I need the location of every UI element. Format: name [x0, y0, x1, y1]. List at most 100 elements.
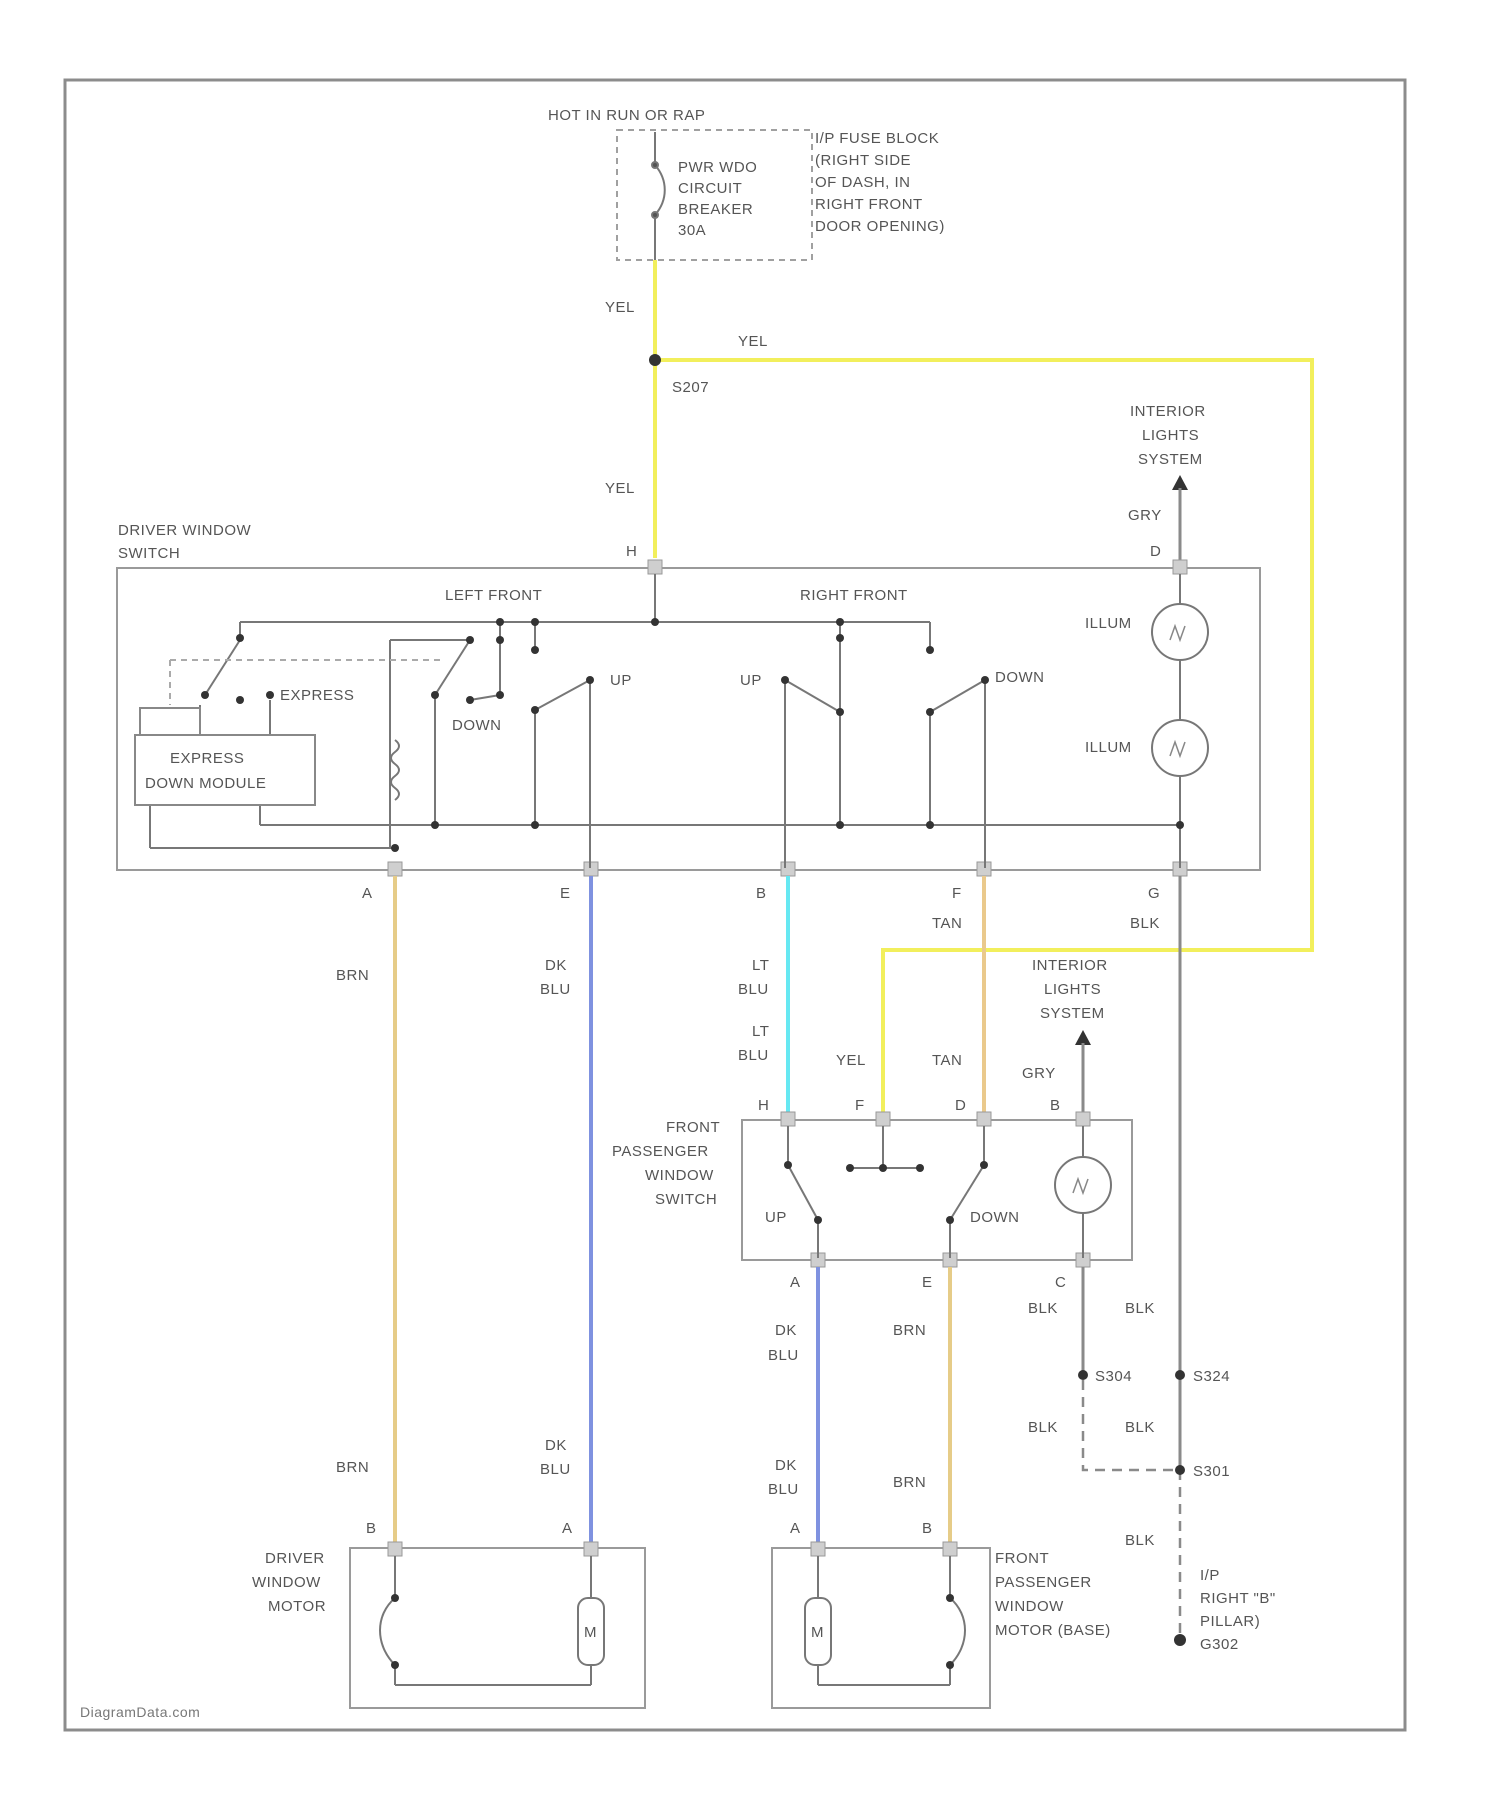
svg-text:SYSTEM: SYSTEM — [1040, 1005, 1105, 1022]
svg-text:CIRCUIT: CIRCUIT — [678, 180, 742, 197]
svg-text:BLU: BLU — [738, 1047, 769, 1064]
module-label-2: DOWN MODULE — [145, 775, 266, 792]
svg-text:DRIVER WINDOW: DRIVER WINDOW — [118, 522, 252, 539]
svg-text:RIGHT "B": RIGHT "B" — [1200, 1590, 1276, 1607]
down-label-passenger: DOWN — [970, 1209, 1020, 1226]
svg-text:BLU: BLU — [738, 981, 769, 998]
pin-label-pd: D — [955, 1097, 966, 1114]
splice-dot-s301 — [1175, 1465, 1185, 1475]
svg-text:WINDOW: WINDOW — [645, 1167, 714, 1184]
left-front-label: LEFT FRONT — [445, 587, 542, 604]
illum-label-1: ILLUM — [1085, 615, 1132, 632]
svg-text:SYSTEM: SYSTEM — [1138, 451, 1203, 468]
svg-text:FRONT: FRONT — [666, 1119, 720, 1136]
wire-label-lt-blu-1: LT BLU — [738, 957, 769, 998]
wire-label-blk-2: BLK — [1028, 1300, 1058, 1317]
svg-text:MOTOR (BASE): MOTOR (BASE) — [995, 1622, 1111, 1639]
source-title: HOT IN RUN OR RAP — [548, 107, 705, 124]
wire-label-dk-blu-3: DK BLU — [540, 1437, 571, 1478]
wire-label-gry-1: GRY — [1128, 507, 1162, 524]
wire-label-lt-blu-2: LT BLU — [738, 1023, 769, 1064]
wire-label-brn-3: BRN — [336, 1459, 369, 1476]
driver-motor-title: DRIVER WINDOW MOTOR — [252, 1550, 326, 1615]
driver-switch-title: DRIVER WINDOW SWITCH — [118, 522, 252, 562]
down-label-right: DOWN — [995, 669, 1045, 686]
arrow-up-icon — [1075, 1030, 1091, 1045]
pin-label-pc: C — [1055, 1274, 1066, 1291]
svg-text:G302: G302 — [1200, 1636, 1239, 1653]
up-label-left: UP — [610, 672, 632, 689]
splice-label-s207: S207 — [672, 379, 709, 396]
wire-label-dk-blu-4: DK BLU — [768, 1457, 799, 1498]
wire-label-blk-4: BLK — [1028, 1419, 1058, 1436]
svg-text:WINDOW: WINDOW — [252, 1574, 321, 1591]
pin-label-pf: F — [855, 1097, 865, 1114]
arrow-up-icon — [1172, 475, 1188, 490]
passenger-motor-dot-1 — [946, 1594, 954, 1602]
passenger-motor-title: FRONT PASSENGER WINDOW MOTOR (BASE) — [995, 1550, 1111, 1639]
svg-text:INTERIOR: INTERIOR — [1130, 403, 1206, 420]
wire-label-brn-4: BRN — [893, 1474, 926, 1491]
wire-label-tan-2: TAN — [932, 1052, 962, 1069]
wire-label-yel-4: YEL — [836, 1052, 866, 1069]
svg-text:FRONT: FRONT — [995, 1550, 1049, 1567]
pin-label-pa: A — [790, 1274, 801, 1291]
splice-label-s324: S324 — [1193, 1368, 1230, 1385]
svg-text:DK: DK — [545, 957, 567, 974]
wire-label-blk-6: BLK — [1125, 1532, 1155, 1549]
module-connector — [140, 708, 200, 735]
svg-text:WINDOW: WINDOW — [995, 1598, 1064, 1615]
svg-text:PWR WDO: PWR WDO — [678, 159, 757, 176]
pin-label-pe: E — [922, 1274, 933, 1291]
express-down-module — [135, 735, 315, 805]
pin-label-b: B — [756, 885, 767, 902]
driver-motor-dot-1 — [391, 1594, 399, 1602]
svg-text:DK: DK — [545, 1437, 567, 1454]
connector-pins-passenger — [781, 1112, 1090, 1267]
passenger-motor-internals — [818, 1556, 965, 1685]
pin-label-g: G — [1148, 885, 1160, 902]
svg-text:INTERIOR: INTERIOR — [1032, 957, 1108, 974]
pin-label-pmotor-a: A — [790, 1520, 801, 1537]
diagram-frame — [65, 80, 1405, 1730]
driver-motor-dot-2 — [391, 1661, 399, 1669]
svg-text:BLU: BLU — [768, 1347, 799, 1364]
splice-dot-s207 — [649, 354, 661, 366]
wire-label-blk-3: BLK — [1125, 1300, 1155, 1317]
passenger-switch-title: FRONT PASSENGER WINDOW SWITCH — [612, 1119, 720, 1208]
wire-label-yel-1: YEL — [605, 299, 635, 316]
wire-label-blk-1: BLK — [1130, 915, 1160, 932]
motor-label-passenger: M — [811, 1624, 824, 1641]
wire-label-dk-blu-2: DK BLU — [768, 1322, 799, 1364]
driver-switch-internals — [150, 574, 1180, 868]
driver-motor-internals — [380, 1556, 591, 1685]
interior-lights-label-top: INTERIOR LIGHTS SYSTEM — [1130, 403, 1206, 468]
down-label-left: DOWN — [452, 717, 502, 734]
pin-label-motor-b: B — [366, 1520, 377, 1537]
ground-label: I/P RIGHT "B" PILLAR) G302 — [1200, 1567, 1276, 1653]
passenger-motor-dot-2 — [946, 1661, 954, 1669]
svg-text:SWITCH: SWITCH — [655, 1191, 717, 1208]
motor-label-driver: M — [584, 1624, 597, 1641]
svg-text:I/P: I/P — [1200, 1567, 1220, 1584]
watermark: DiagramData.com — [80, 1704, 200, 1720]
interior-lights-label-mid: INTERIOR LIGHTS SYSTEM — [1032, 957, 1108, 1022]
splice-dot-s324 — [1175, 1370, 1185, 1380]
splice-dot-s304 — [1078, 1370, 1088, 1380]
svg-text:PILLAR): PILLAR) — [1200, 1613, 1260, 1630]
svg-text:LIGHTS: LIGHTS — [1044, 981, 1101, 998]
wire-label-brn-2: BRN — [893, 1322, 926, 1339]
svg-text:DK: DK — [775, 1322, 797, 1339]
pin-label-ph: H — [758, 1097, 769, 1114]
ground-icon — [1174, 1634, 1186, 1646]
connector-pins-driver — [388, 560, 1187, 876]
splice-label-s304: S304 — [1095, 1368, 1132, 1385]
svg-text:30A: 30A — [678, 222, 706, 239]
illum-label-2: ILLUM — [1085, 739, 1132, 756]
passenger-switch-internals — [788, 1126, 1083, 1258]
svg-text:OF DASH, IN: OF DASH, IN — [815, 174, 911, 191]
svg-text:DOOR OPENING): DOOR OPENING) — [815, 218, 945, 235]
pin-label-d-top: D — [1150, 543, 1161, 560]
svg-text:BLU: BLU — [540, 981, 571, 998]
pin-label-e: E — [560, 885, 571, 902]
